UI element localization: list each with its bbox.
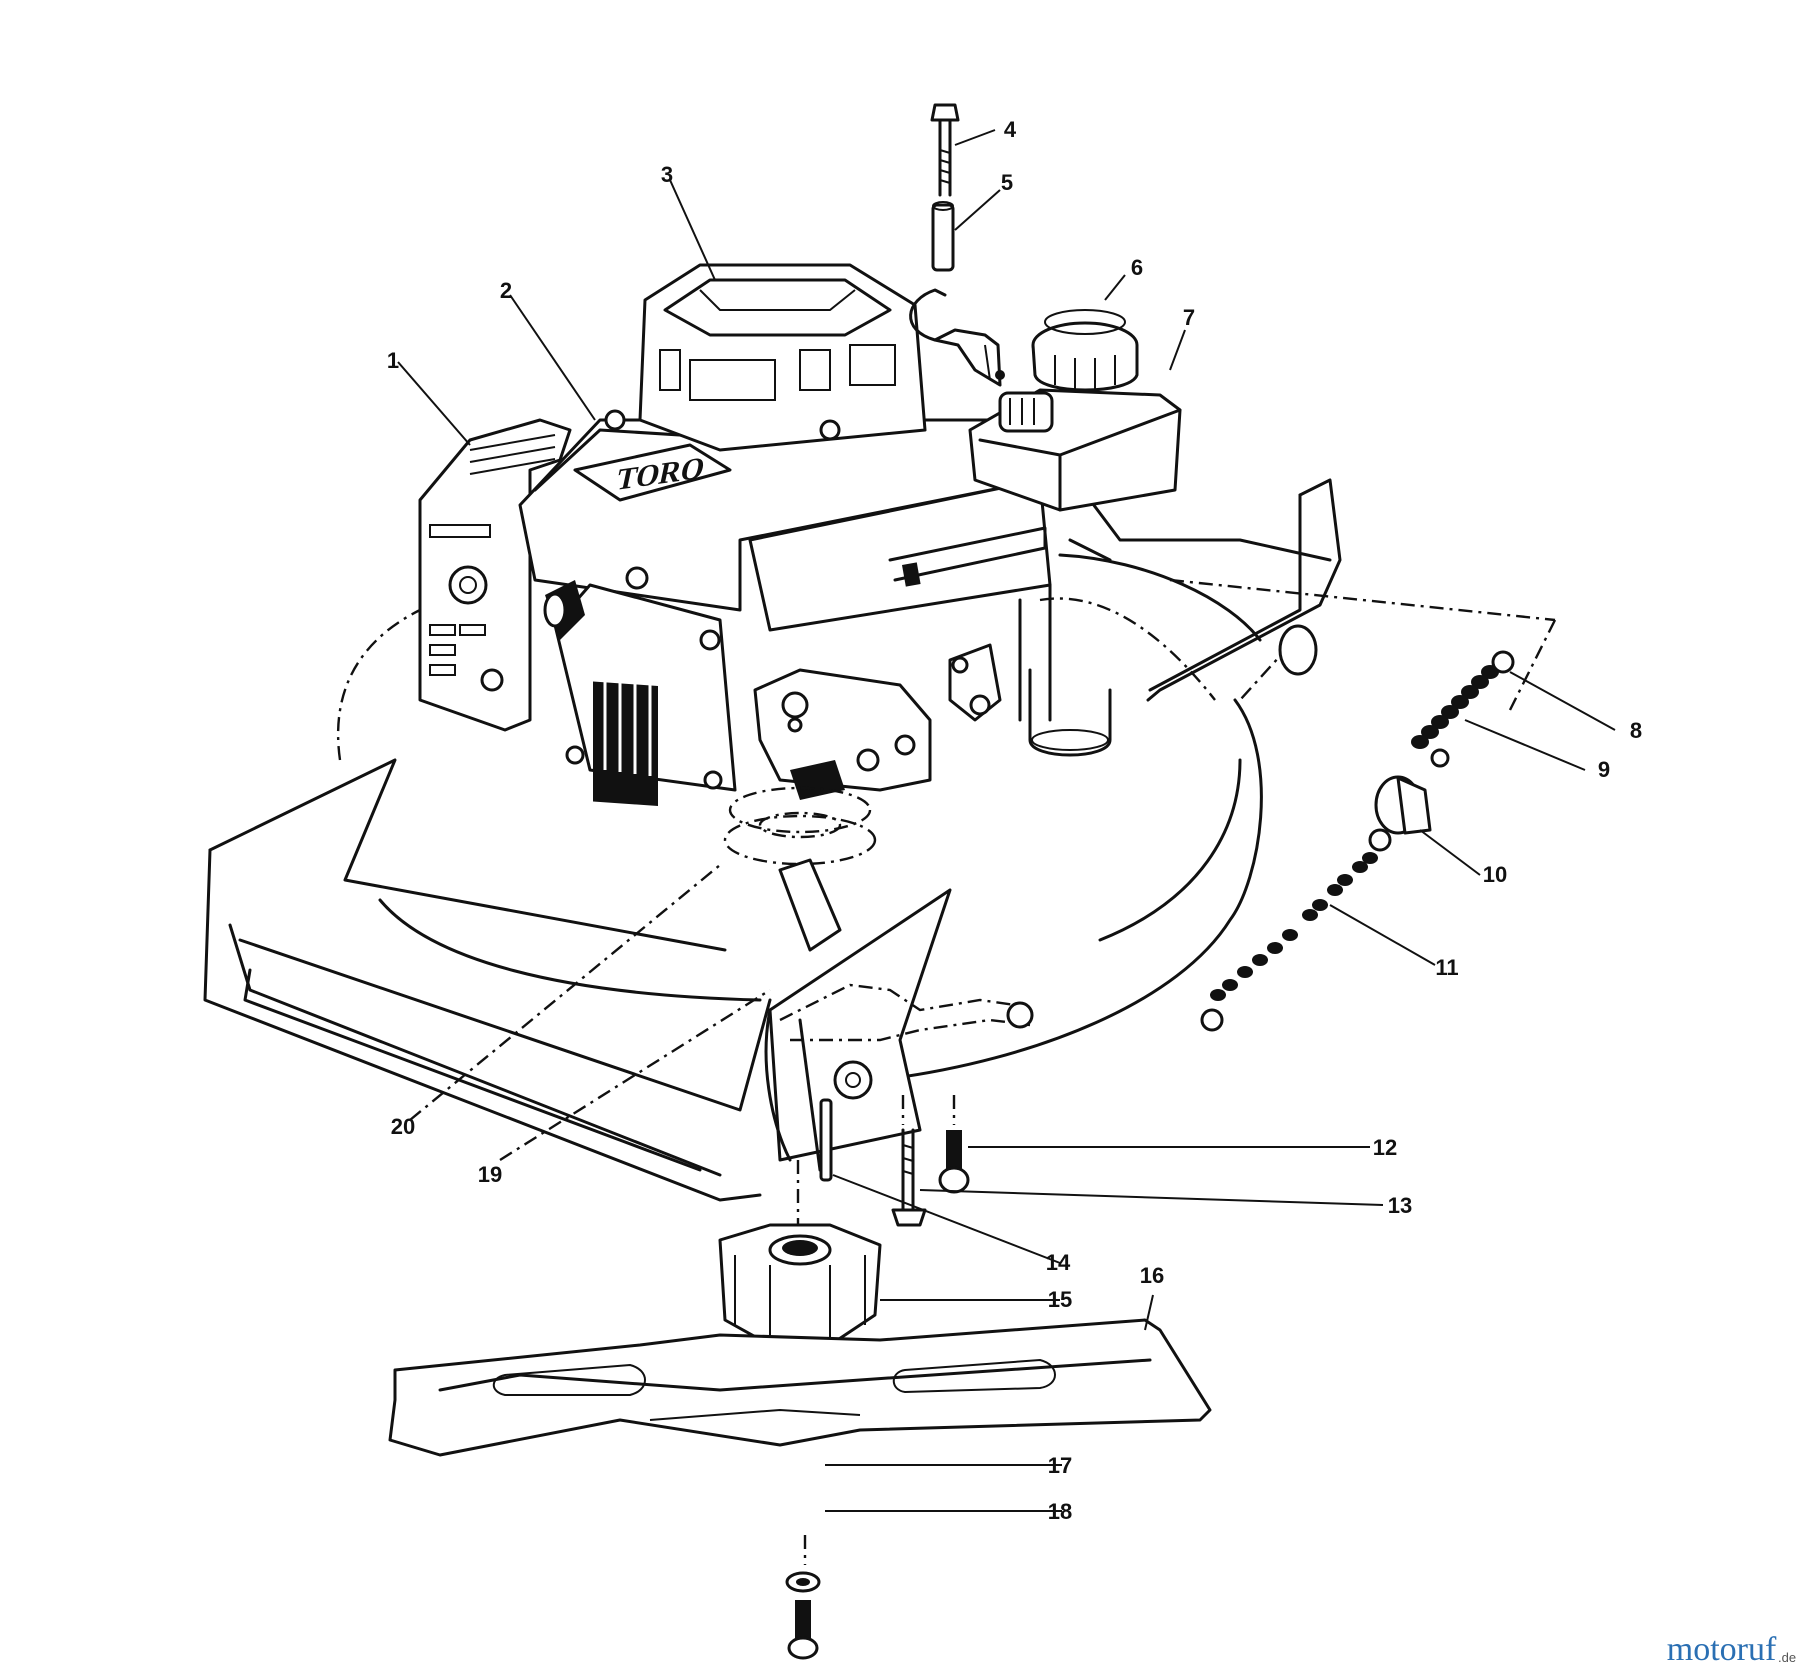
callout-20: 20 [391,1114,415,1139]
engine: TORO [418,263,1182,952]
mower-deck [203,478,1342,1202]
bolts-bottom [796,1095,970,1565]
watermark: motoruf .de [1667,1631,1796,1668]
watermark-domain: .de [1778,1650,1796,1665]
callout-13: 13 [1388,1193,1412,1218]
callout-19: 19 [478,1162,502,1187]
callout-11: 11 [1435,955,1458,980]
callout-16: 16 [1140,1263,1164,1288]
callout-5: 5 [1001,170,1013,195]
callout-18: 18 [1048,1499,1072,1524]
callout-7: 7 [1183,305,1195,330]
callout-4: 4 [1004,117,1017,142]
watermark-text: motoruf [1667,1631,1777,1668]
callout-9: 9 [1598,757,1610,782]
callout-14: 14 [1046,1250,1071,1275]
callout-1: 1 [387,348,399,373]
bolts-top [930,103,1005,380]
callout-15: 15 [1048,1287,1072,1312]
callout-12: 12 [1373,1135,1397,1160]
callout-6: 6 [1131,255,1143,280]
callout-labels: 1 2 3 4 5 6 7 8 9 10 11 12 13 14 15 16 1… [387,117,1642,1524]
leader-lines [397,129,1616,1512]
callout-3: 3 [661,162,673,187]
callout-2: 2 [500,278,512,303]
blade-adapter [718,1223,882,1347]
callout-8: 8 [1630,718,1642,743]
callout-10: 10 [1483,862,1507,887]
blade [388,1318,1212,1660]
callout-17: 17 [1048,1453,1072,1478]
hose-assembly [1169,578,1557,1032]
